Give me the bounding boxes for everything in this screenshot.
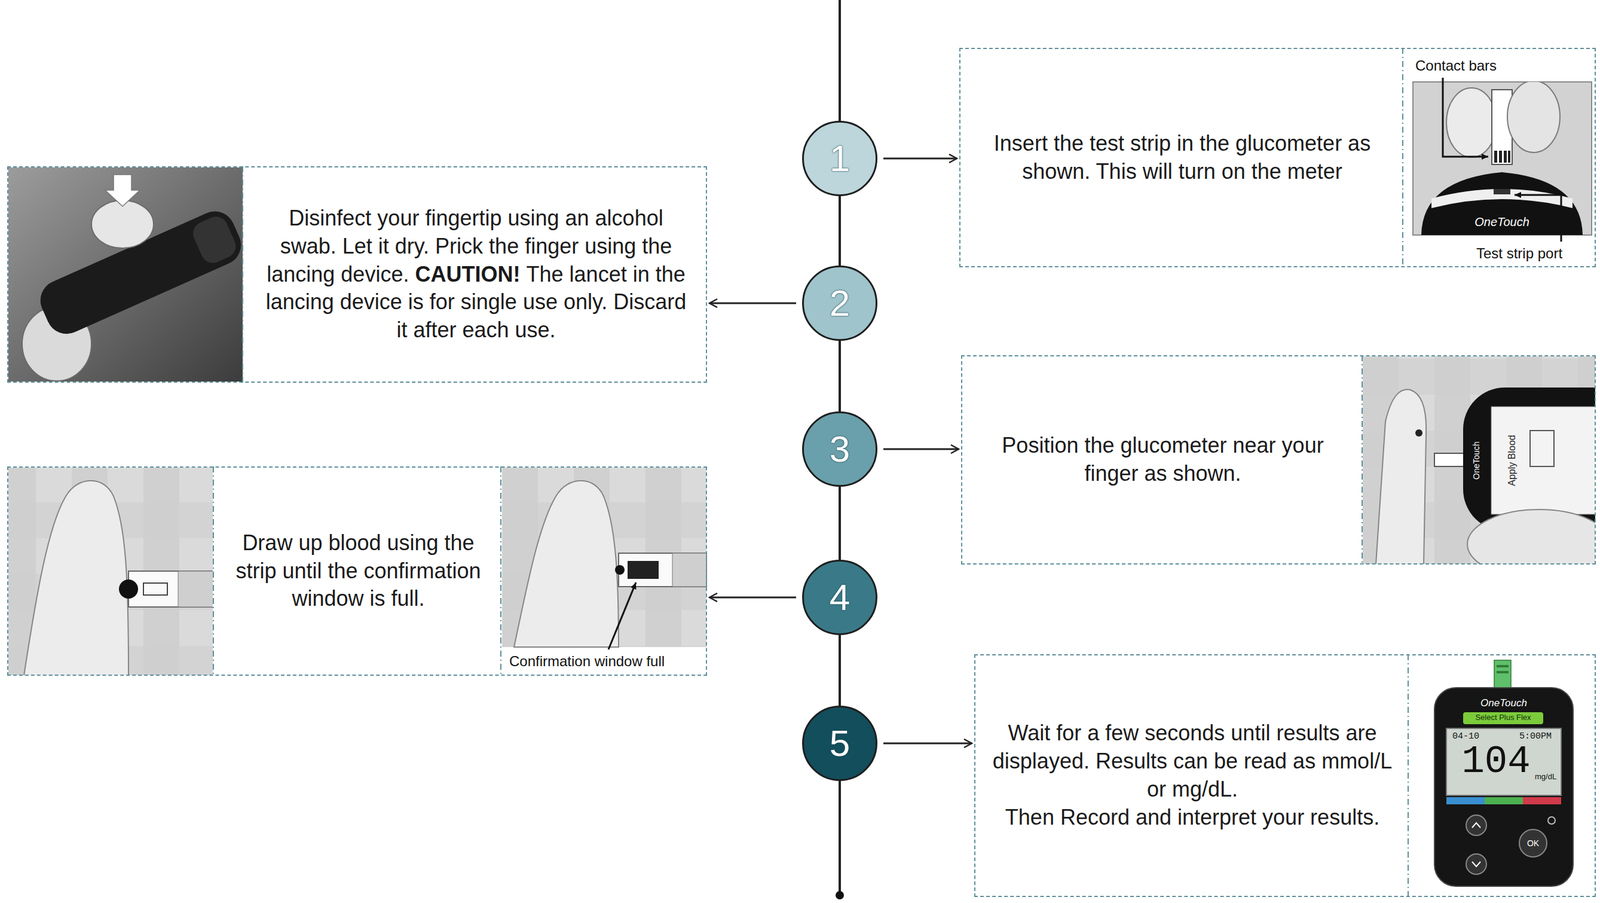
timeline-segment	[838, 340, 841, 412]
text-area: Position the glucometer near your finger…	[962, 356, 1364, 564]
text-area: Insert the test strip in the glucometer …	[960, 49, 1404, 266]
step-arrow	[883, 157, 957, 160]
strip-insert-figure	[1412, 77, 1592, 242]
meter-result-figure	[1434, 659, 1574, 886]
lancing-figure	[8, 167, 248, 382]
button-label: OK	[1527, 837, 1540, 848]
window-full-figure	[502, 467, 707, 650]
part-label: Contact bars	[1415, 57, 1497, 75]
timeline-segment	[838, 634, 841, 706]
step-text: Draw up blood using the strip until the …	[231, 528, 486, 613]
step-box: Position the glucometer near your finger…	[961, 355, 1596, 565]
brand-mark: OneTouch	[1474, 215, 1530, 229]
step-number-circle: 4	[802, 559, 878, 635]
step-text: Disinfect your fingertip using an alcoho…	[260, 204, 692, 345]
step-number-circle: 5	[802, 705, 878, 781]
step-number: 4	[829, 578, 850, 616]
step-text: Insert the test strip in the glucometer …	[977, 129, 1388, 186]
step-arrow	[883, 742, 972, 745]
step-number-circle: 2	[802, 265, 878, 341]
brand-mark: OneTouch	[1480, 696, 1528, 709]
step-arrow	[709, 302, 797, 305]
step-number-circle: 1	[802, 120, 878, 197]
screen-text: Apply Blood	[1506, 434, 1518, 486]
step-number-circle: 3	[802, 411, 878, 487]
text-area: Draw up blood using the strip until the …	[214, 467, 503, 675]
step-number: 3	[829, 430, 850, 468]
model-name: Select Plus Flex	[1475, 713, 1531, 723]
meter-near-finger-figure	[1362, 356, 1600, 579]
step-box: Draw up blood using the strip until the …	[7, 466, 708, 676]
step-text: Position the glucometer near your finger…	[979, 431, 1347, 488]
panel-separators	[213, 47, 1409, 897]
brand-mark: OneTouch	[1471, 441, 1482, 480]
step-arrow	[883, 448, 959, 451]
step-arrow	[709, 596, 797, 599]
reading-value: 104	[1461, 742, 1531, 781]
step-box: Insert the test strip in the glucometer …	[959, 47, 1596, 268]
step-text: Wait for a few seconds until results are…	[992, 719, 1393, 803]
step-number: 1	[829, 139, 850, 177]
unit-text: mg/dL	[1534, 772, 1557, 782]
screen-text: 5:00PM	[1519, 730, 1552, 742]
blood-draw-figure	[8, 467, 225, 676]
timeline-segment	[838, 486, 841, 560]
step-text: Then Record and interpret your results.	[1005, 803, 1380, 832]
screen-text: 04-10	[1452, 730, 1480, 742]
part-label: Test strip port	[1476, 245, 1563, 262]
step-number: 5	[829, 724, 850, 762]
step-number: 2	[829, 284, 850, 322]
text-area: Disinfect your fingertip using an alcoho…	[243, 167, 709, 382]
timeline-segment	[838, 196, 841, 266]
step-box: Disinfect your fingertip using an alcoho…	[7, 166, 708, 383]
text-area: Wait for a few seconds until results are…	[975, 655, 1410, 896]
part-label: Confirmation window full	[509, 652, 665, 670]
caution-word: CAUTION!	[415, 261, 521, 287]
